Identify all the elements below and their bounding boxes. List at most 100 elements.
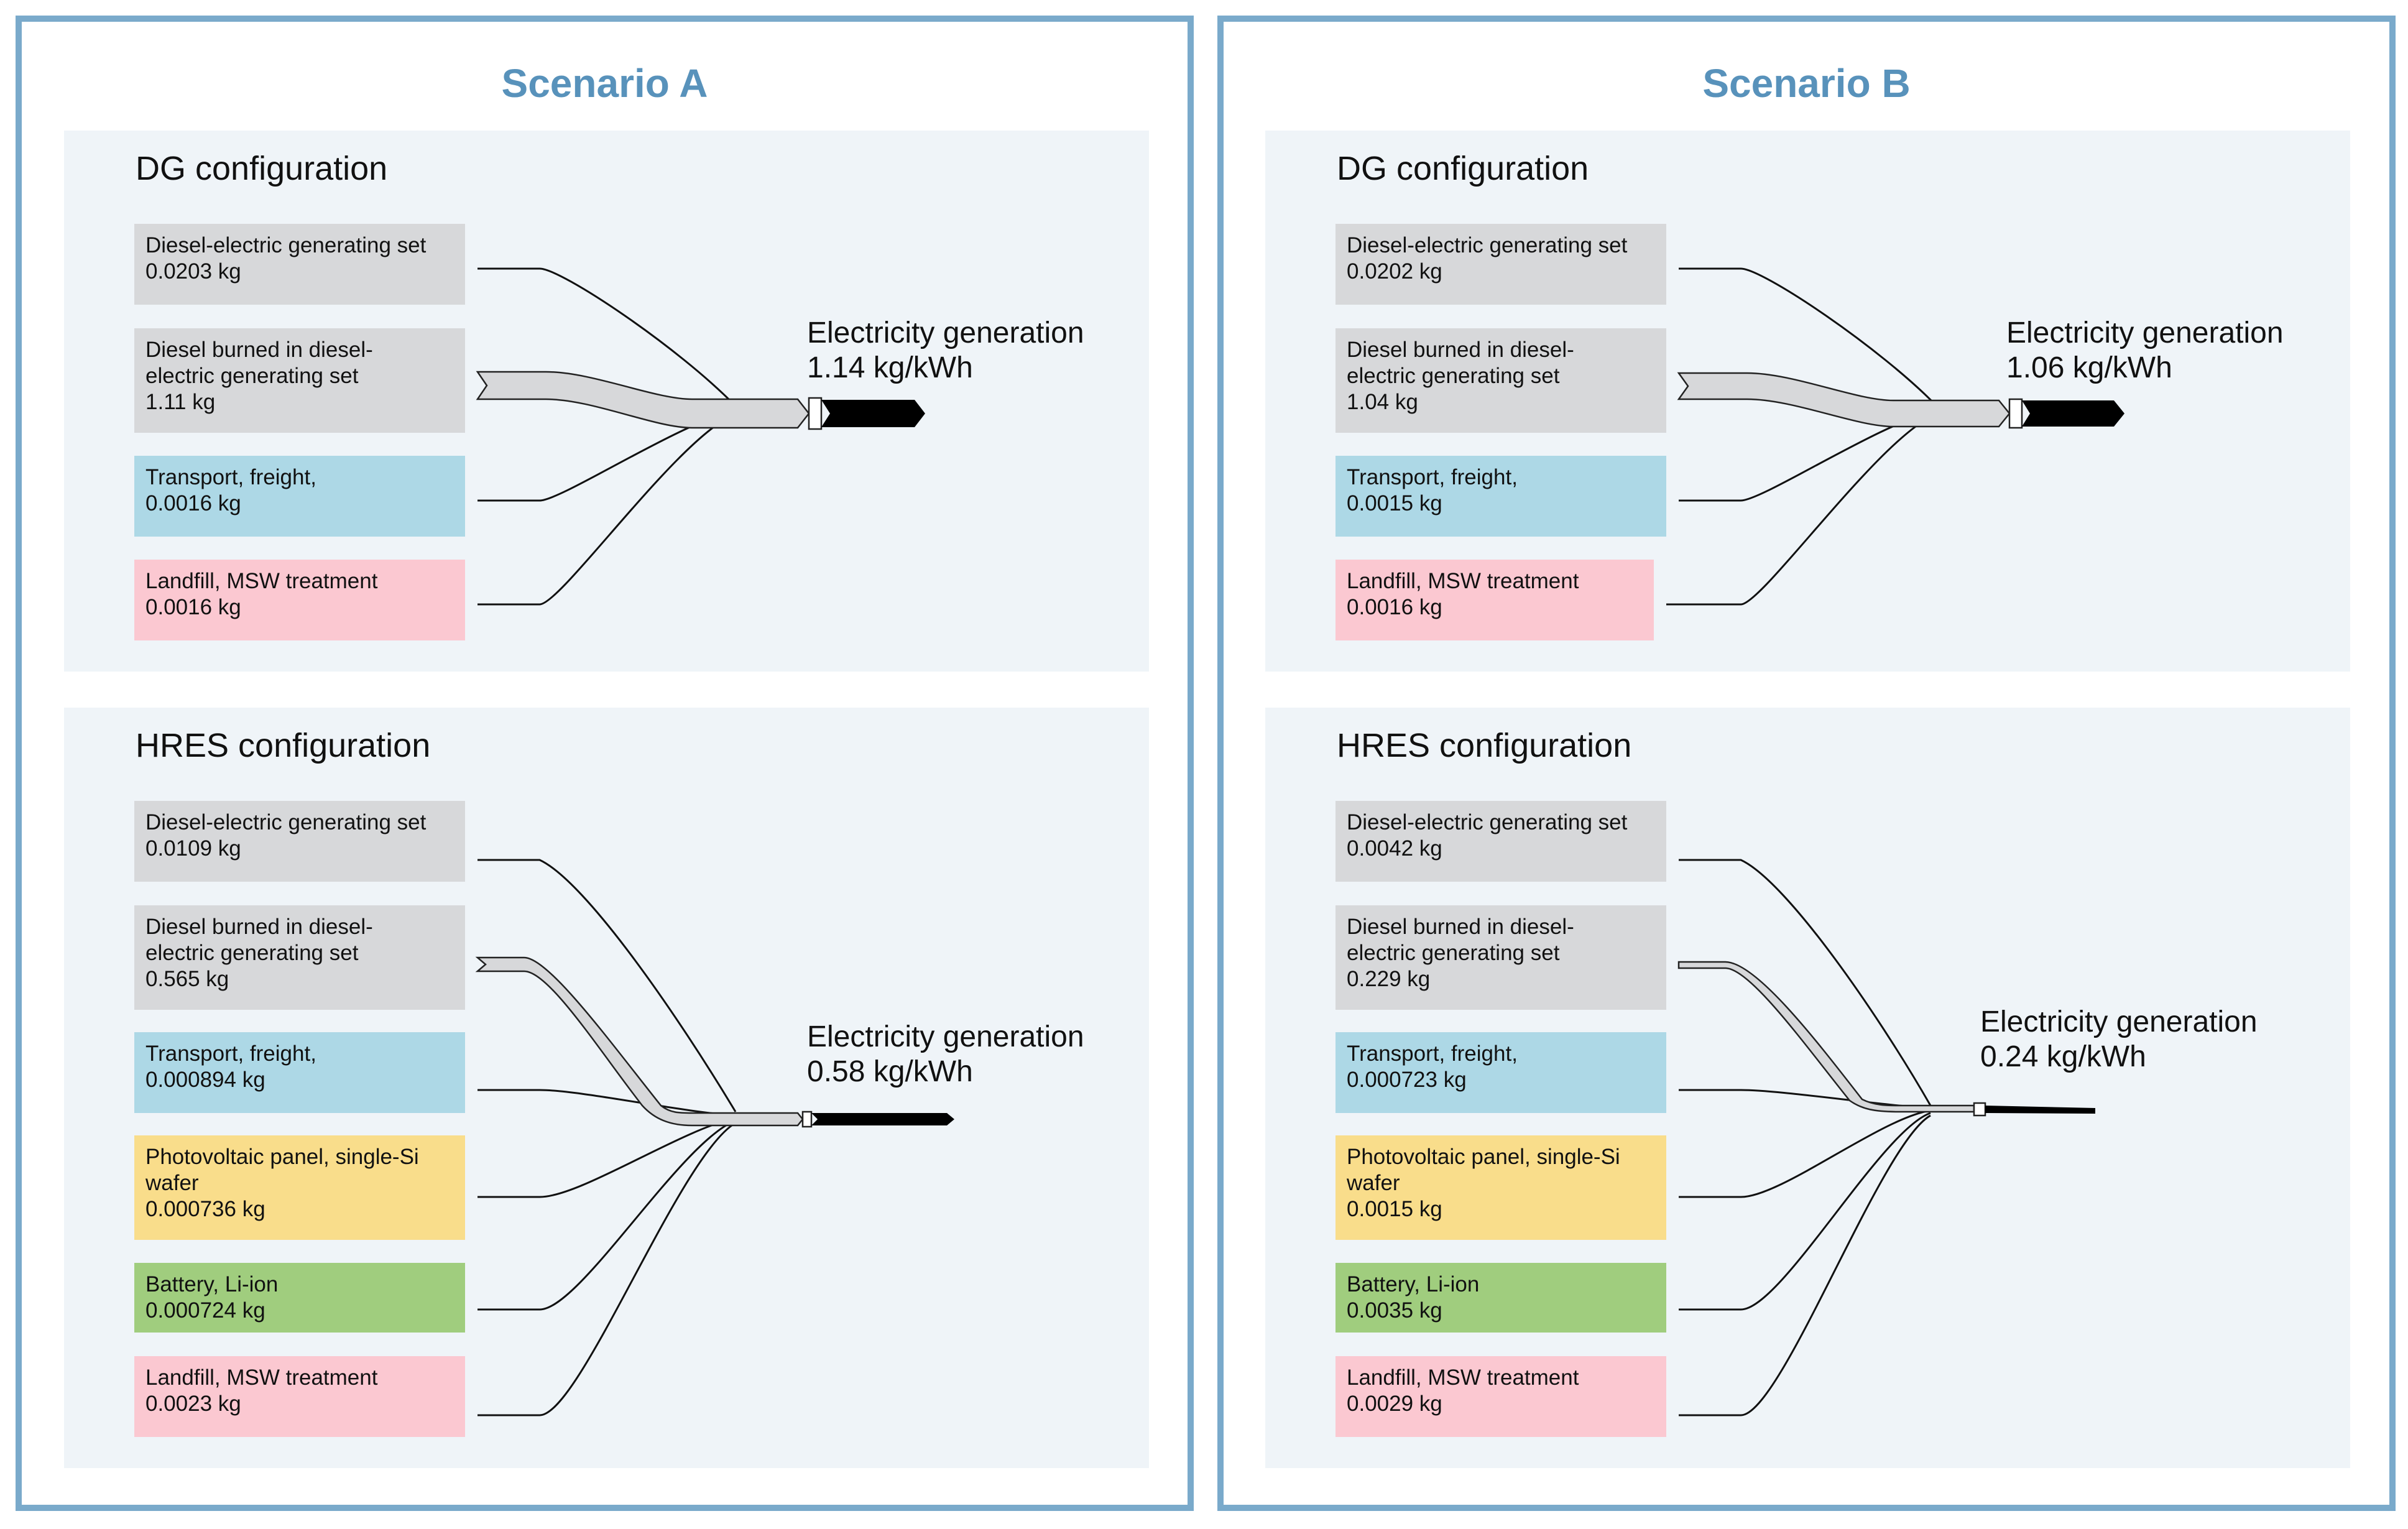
flow-link [1679, 267, 1938, 407]
source-box: Diesel burned in diesel- electric genera… [134, 328, 465, 433]
source-name: Diesel burned in diesel- electric genera… [145, 338, 373, 388]
output-value: 0.58 kg/kWh [807, 1055, 973, 1088]
sankey-flows [475, 859, 954, 1416]
process-node [2008, 398, 2023, 429]
scenario-b-title: Scenario B [1702, 61, 1911, 106]
source-box: Transport, freight, 0.0016 kg [134, 456, 465, 537]
source-name: Diesel burned in diesel- electric genera… [1347, 338, 1574, 388]
source-value: 0.000723 kg [1347, 1068, 1467, 1092]
scenario-b-dg-output: Electricity generation 1.06 kg/kWh [2006, 316, 2284, 386]
source-value: 0.0202 kg [1347, 259, 1442, 284]
scenario-b-hres-title: HRES configuration [1337, 727, 1632, 764]
output-value: 1.14 kg/kWh [807, 351, 973, 384]
source-value: 1.04 kg [1347, 390, 1418, 414]
sankey-flows [476, 267, 925, 606]
source-box: Transport, freight, 0.000723 kg [1335, 1032, 1666, 1113]
scenario-b-hres-panel: HRES configuration Diesel-electric gener… [1265, 708, 2350, 1468]
source-value: 1.11 kg [145, 390, 216, 414]
source-name: Diesel burned in diesel- electric genera… [145, 915, 373, 965]
flow-link [1679, 1109, 1931, 1198]
source-name: Diesel-electric generating set [145, 810, 427, 834]
source-box: Diesel burned in diesel- electric genera… [1335, 328, 1666, 433]
process-node [801, 1111, 813, 1128]
flow-link-major [1677, 372, 2011, 428]
source-box: Transport, freight, 0.000894 kg [134, 1032, 465, 1113]
flow-link-major [476, 371, 810, 429]
source-value: 0.565 kg [145, 967, 229, 991]
source-name: Landfill, MSW treatment [1347, 569, 1579, 593]
source-value: 0.0035 kg [1347, 1298, 1442, 1323]
source-box: Diesel burned in diesel- electric genera… [1335, 905, 1666, 1010]
source-name: Diesel burned in diesel- electric genera… [1347, 915, 1574, 965]
output-value: 0.24 kg/kWh [1980, 1040, 2146, 1073]
flow-link [477, 1089, 736, 1117]
scenario-a-hres-title: HRES configuration [136, 727, 431, 764]
process-node [808, 397, 823, 430]
source-name: Photovoltaic panel, single-Si wafer [145, 1145, 419, 1195]
scenario-b-dg-panel: DG configuration Diesel-electric generat… [1265, 131, 2350, 672]
source-value: 0.0109 kg [145, 836, 241, 861]
source-name: Transport, freight, [145, 1042, 316, 1066]
source-value: 0.0042 kg [1347, 836, 1442, 861]
scenario-b-panel: Scenario B DG configuration Diesel-elect… [1217, 16, 2396, 1511]
source-name: Transport, freight, [1347, 1042, 1518, 1066]
flow-link [477, 859, 737, 1112]
scenario-a-dg-panel: DG configuration Diesel-electric generat… [64, 131, 1149, 672]
scenario-a-title: Scenario A [501, 61, 708, 106]
scenario-a-panel: Scenario A DG configuration Diesel-elect… [16, 16, 1194, 1511]
source-name: Diesel-electric generating set [145, 233, 427, 257]
flow-link-major [475, 956, 804, 1127]
output-label: Electricity generation [807, 316, 1084, 349]
flow-link [477, 1122, 736, 1416]
source-name: Battery, Li-ion [1347, 1272, 1480, 1296]
source-name: Diesel-electric generating set [1347, 810, 1628, 834]
flow-link [477, 413, 736, 606]
scenario-b-dg-title: DG configuration [1337, 150, 1589, 187]
flow-link [1679, 1112, 1931, 1311]
source-value: 0.0015 kg [1347, 1197, 1442, 1221]
output-label: Electricity generation [1980, 1005, 2258, 1038]
source-value: 0.0015 kg [1347, 491, 1442, 515]
source-value: 0.000894 kg [145, 1068, 265, 1092]
source-box: Photovoltaic panel, single-Si wafer 0.00… [134, 1135, 465, 1240]
flow-link-major [1677, 961, 1975, 1113]
output-value: 1.06 kg/kWh [2006, 351, 2172, 384]
flow-link [1679, 1114, 1931, 1416]
source-name: Transport, freight, [145, 465, 316, 489]
source-box: Landfill, MSW treatment 0.0023 kg [134, 1356, 465, 1437]
source-value: 0.229 kg [1347, 967, 1431, 991]
output-arrow [2022, 400, 2124, 427]
source-value: 0.0016 kg [145, 491, 241, 515]
source-box: Landfill, MSW treatment 0.0016 kg [134, 560, 465, 640]
source-value: 0.0023 kg [145, 1392, 241, 1416]
source-value: 0.0016 kg [1347, 595, 1442, 619]
source-name: Battery, Li-ion [145, 1272, 279, 1296]
source-box: Landfill, MSW treatment 0.0016 kg [1335, 560, 1654, 640]
sankey-flows [1677, 859, 2095, 1416]
output-label: Electricity generation [807, 1020, 1084, 1053]
output-arrow [821, 400, 925, 427]
scenario-a-hres-output: Electricity generation 0.58 kg/kWh [807, 1020, 1084, 1089]
flow-link [477, 1119, 736, 1311]
scenario-a-hres-panel: HRES configuration Diesel-electric gener… [64, 708, 1149, 1468]
source-box: Diesel-electric generating set 0.0203 kg [134, 224, 465, 305]
source-box: Diesel-electric generating set 0.0109 kg [134, 801, 465, 882]
sankey-flows [1666, 267, 2124, 606]
source-box: Transport, freight, 0.0015 kg [1335, 456, 1666, 537]
source-name: Landfill, MSW treatment [1347, 1365, 1579, 1390]
flow-link [1679, 859, 1932, 1106]
source-box: Battery, Li-ion 0.000724 kg [134, 1263, 465, 1333]
output-arrow [1985, 1106, 2095, 1114]
source-name: Landfill, MSW treatment [145, 1365, 378, 1390]
flow-link [477, 1117, 736, 1198]
source-value: 0.0029 kg [1347, 1392, 1442, 1416]
source-box: Diesel burned in diesel- electric genera… [134, 905, 465, 1010]
output-label: Electricity generation [2006, 316, 2284, 349]
source-box: Landfill, MSW treatment 0.0029 kg [1335, 1356, 1666, 1437]
scenario-a-dg-output: Electricity generation 1.14 kg/kWh [807, 316, 1084, 386]
source-box: Battery, Li-ion 0.0035 kg [1335, 1263, 1666, 1333]
scenario-a-dg-title: DG configuration [136, 150, 388, 187]
flow-link [1666, 413, 1937, 606]
source-name: Transport, freight, [1347, 465, 1518, 489]
scenario-b-hres-output: Electricity generation 0.24 kg/kWh [1980, 1005, 2258, 1074]
